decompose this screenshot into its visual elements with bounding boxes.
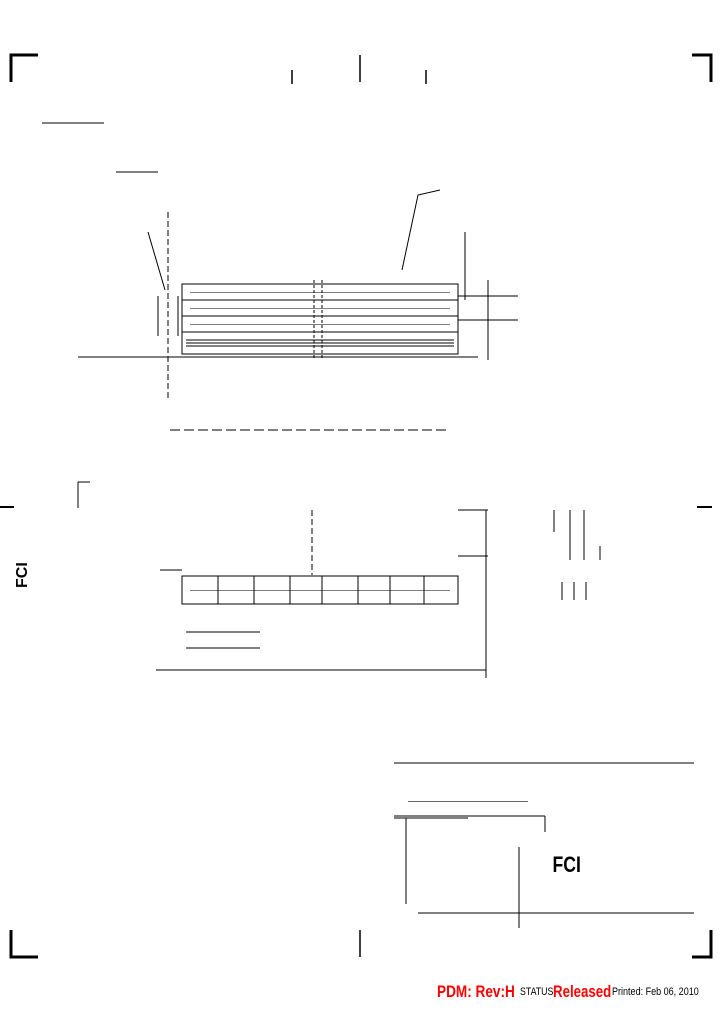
status-label: STATUS: (520, 986, 556, 998)
corner-mark-br (692, 930, 713, 959)
fci-logo-titleblock: FCI (552, 852, 581, 877)
pin-row-dots (190, 292, 528, 802)
corner-mark-tr (692, 53, 713, 82)
fci-logo-side: FCI (14, 562, 31, 588)
corner-mark-bl (9, 930, 38, 959)
status-value: Released (553, 982, 612, 1001)
printed-date: Printed: Feb 06, 2010 (612, 986, 699, 998)
corner-mark-tl (9, 53, 38, 82)
status-bar: PDM: Rev:H STATUS: Released Printed: Feb… (0, 982, 720, 1006)
pdm-revision: PDM: Rev:H (437, 982, 515, 1001)
